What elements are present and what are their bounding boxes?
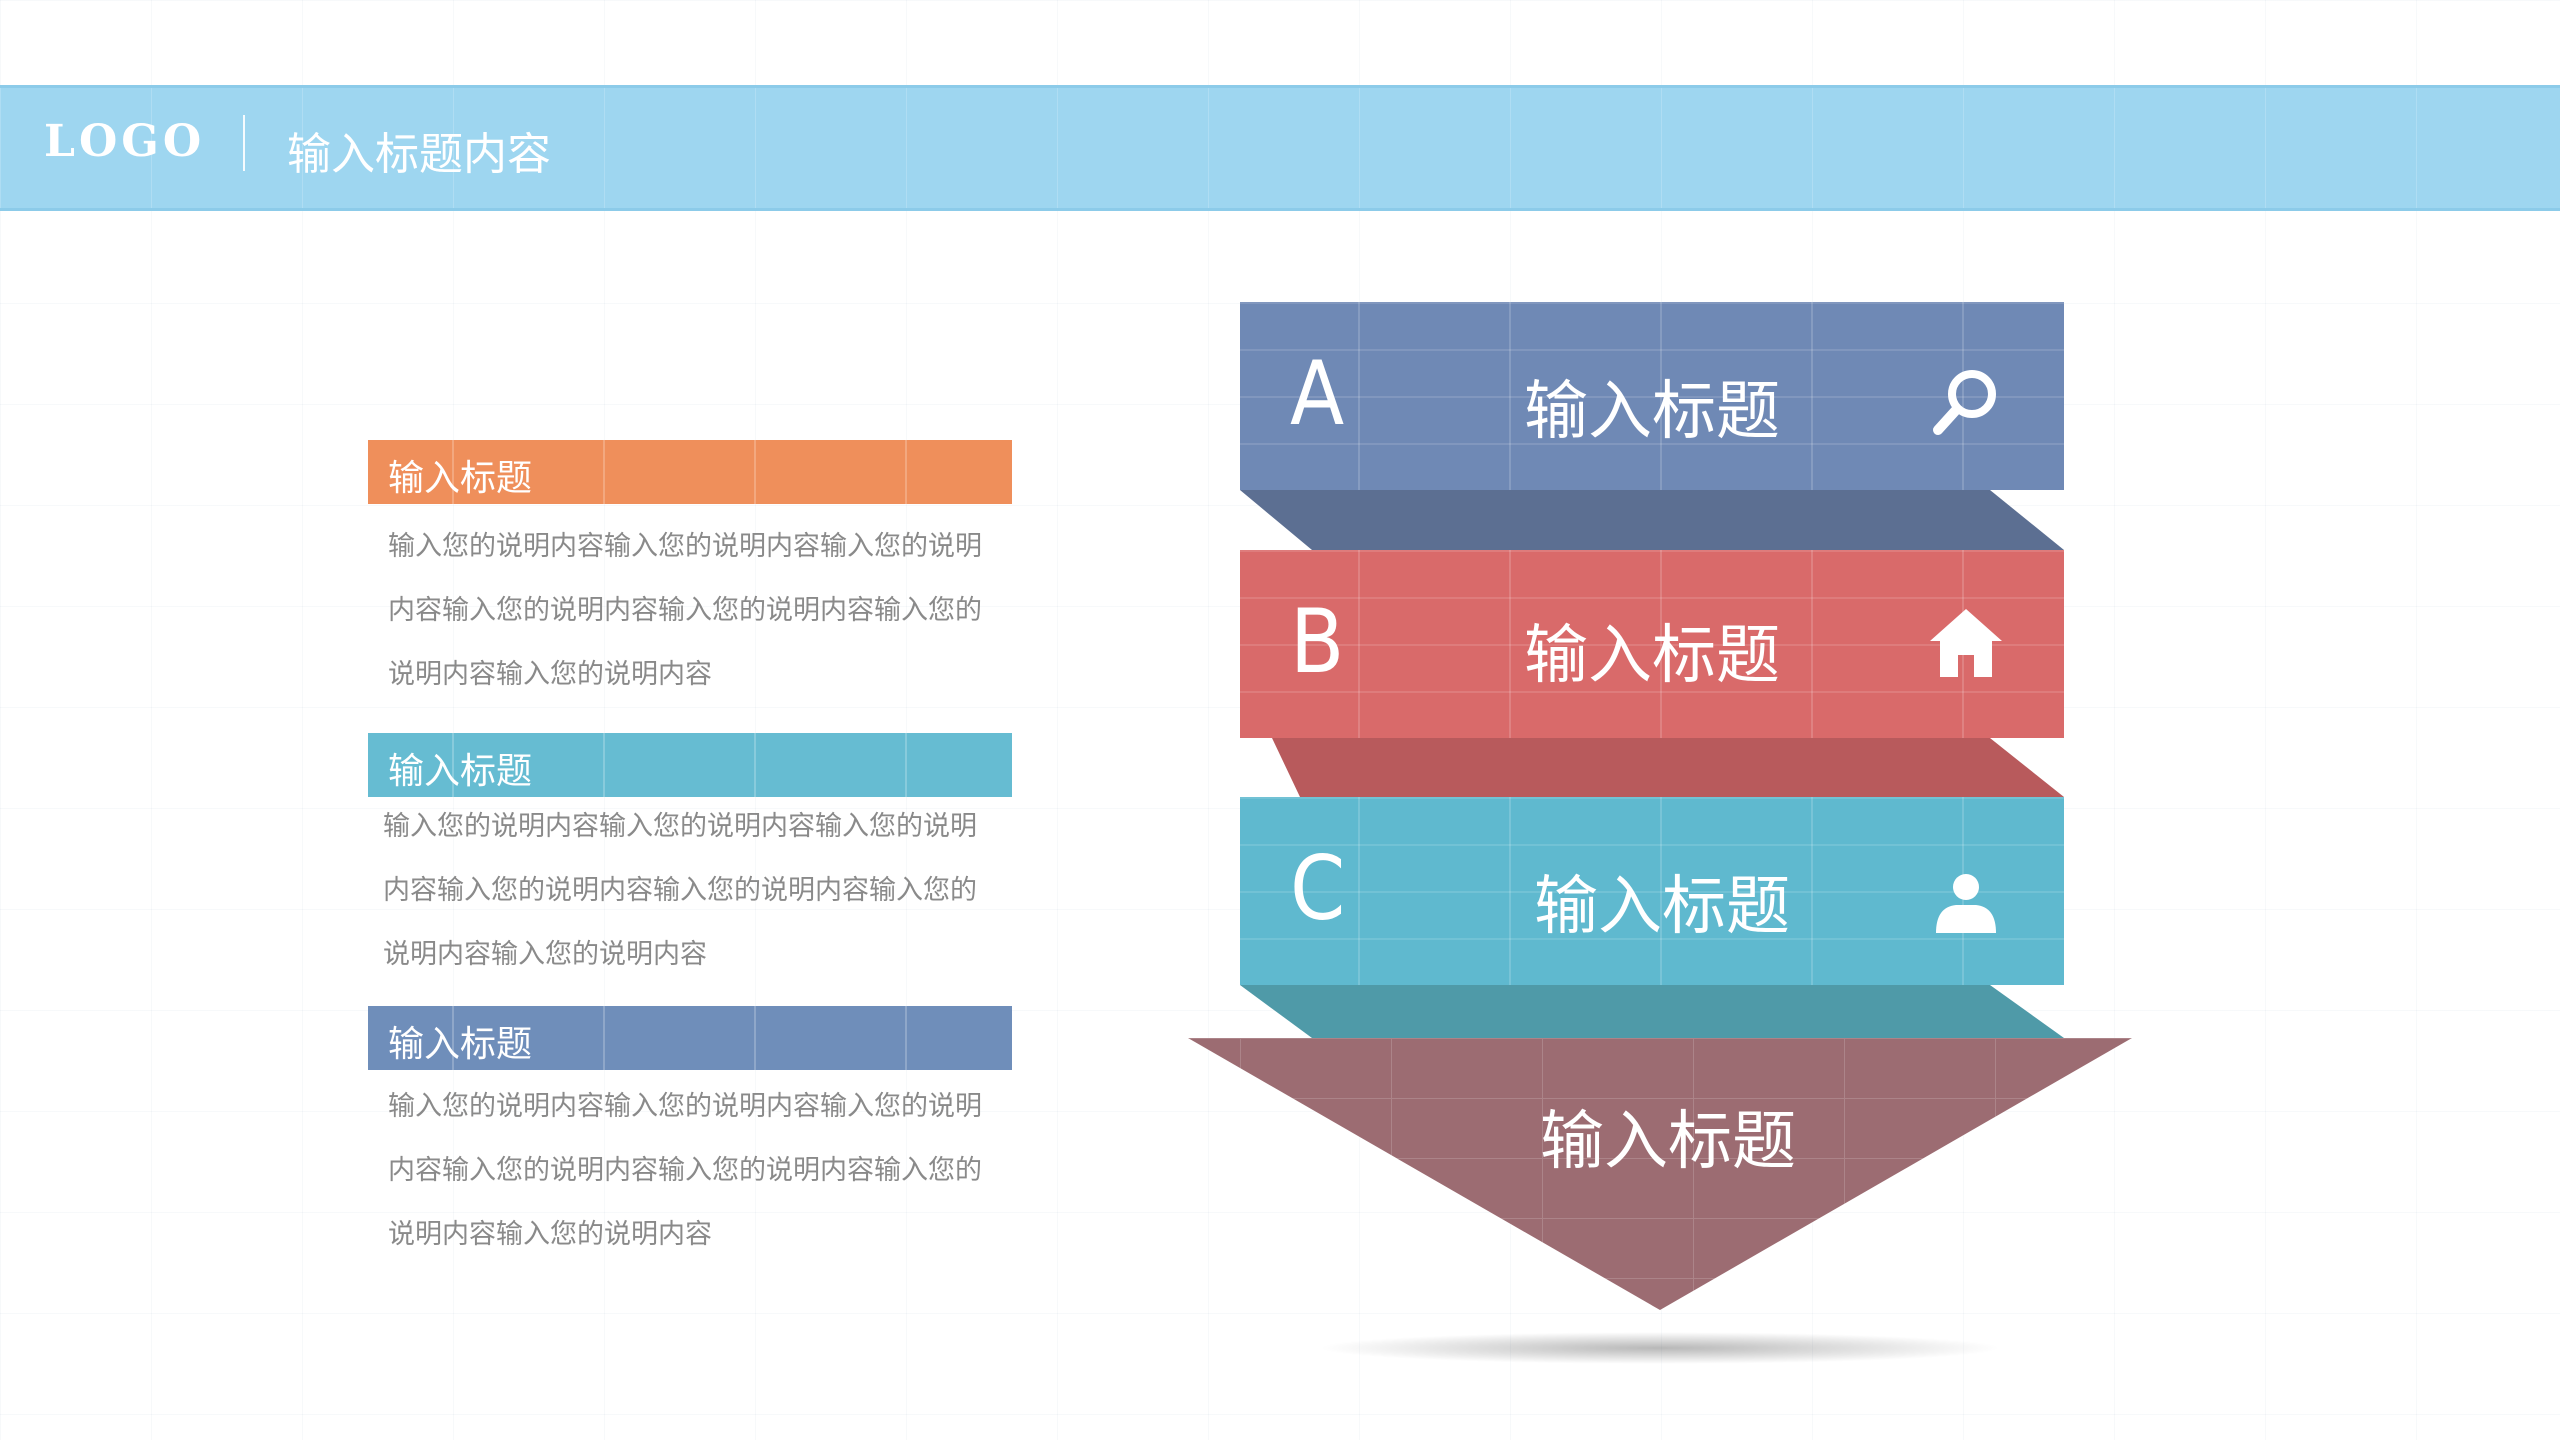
block-1-title-bar[interactable]: 输入标题	[368, 440, 1012, 504]
block-1-line-2: 内容输入您的说明内容输入您的说明内容输入您的	[388, 595, 982, 626]
fold-c-arrow	[1240, 985, 2064, 1038]
search-icon	[1933, 370, 1996, 435]
band-c[interactable]: C 输入标题	[1240, 797, 2064, 985]
band-c-title: 输入标题	[1534, 870, 1790, 944]
band-b[interactable]: B 输入标题	[1240, 550, 2064, 738]
block-2-line-1: 输入您的说明内容输入您的说明内容输入您的说明	[383, 811, 977, 842]
block-1-body[interactable]: 输入您的说明内容输入您的说明内容输入您的说明 内容输入您的说明内容输入您的说明内…	[388, 515, 998, 707]
band-b-letter: B	[1290, 590, 1345, 693]
arrow-shadow	[1320, 1332, 2000, 1364]
home-icon	[1930, 609, 2002, 677]
band-b-title: 输入标题	[1524, 619, 1780, 693]
block-2-line-2: 内容输入您的说明内容输入您的说明内容输入您的	[383, 875, 977, 906]
block-2-line-3: 说明内容输入您的说明内容	[383, 939, 707, 970]
block-2-title: 输入标题	[388, 751, 533, 792]
block-2-title-bar[interactable]: 输入标题	[368, 733, 1012, 797]
fold-b-c	[1272, 738, 2064, 797]
band-a[interactable]: A 输入标题	[1240, 302, 2064, 490]
header-divider	[243, 115, 245, 171]
band-a-letter: A	[1290, 342, 1345, 445]
user-icon	[1936, 874, 1996, 933]
arrow-title[interactable]: 输入标题	[1540, 1105, 1796, 1179]
band-c-letter: C	[1290, 837, 1346, 940]
fold-a-b	[1240, 490, 2064, 550]
block-3-body[interactable]: 输入您的说明内容输入您的说明内容输入您的说明 内容输入您的说明内容输入您的说明内…	[388, 1075, 998, 1267]
header-bar: LOGO 输入标题内容	[0, 85, 2560, 211]
block-1-title: 输入标题	[388, 458, 533, 499]
block-1-line-1: 输入您的说明内容输入您的说明内容输入您的说明	[388, 531, 982, 562]
block-3-line-1: 输入您的说明内容输入您的说明内容输入您的说明	[388, 1091, 982, 1122]
block-2-body[interactable]: 输入您的说明内容输入您的说明内容输入您的说明 内容输入您的说明内容输入您的说明内…	[383, 795, 993, 987]
block-3-line-2: 内容输入您的说明内容输入您的说明内容输入您的	[388, 1155, 982, 1186]
page-title[interactable]: 输入标题内容	[287, 129, 551, 180]
band-a-title: 输入标题	[1524, 375, 1780, 449]
block-1-line-3: 说明内容输入您的说明内容	[388, 659, 712, 690]
block-3-line-3: 说明内容输入您的说明内容	[388, 1219, 712, 1250]
logo: LOGO	[44, 116, 206, 167]
block-3-title-bar[interactable]: 输入标题	[368, 1006, 1012, 1070]
block-3-title: 输入标题	[388, 1024, 533, 1065]
